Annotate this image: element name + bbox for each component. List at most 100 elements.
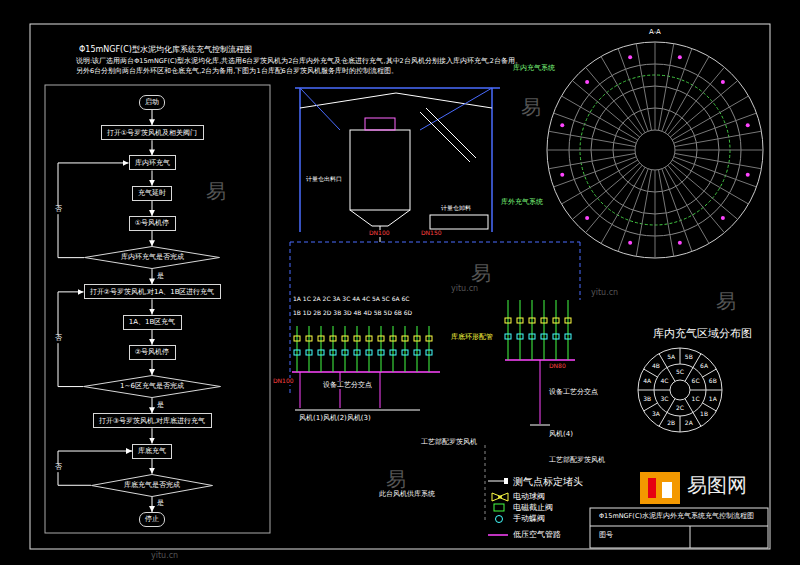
- drawing-stroke: [429, 326, 430, 372]
- drawing-stroke: [366, 350, 372, 355]
- drawing-stroke: [381, 326, 382, 372]
- drawing-stroke: [672, 160, 748, 204]
- node-text: 停止: [145, 515, 159, 523]
- drawing-label: A-A: [648, 28, 662, 36]
- drawing-stroke: [601, 56, 645, 132]
- drawing-stroke: [299, 88, 301, 232]
- watermark: 易: [520, 96, 542, 119]
- drawing-stroke: [690, 526, 691, 548]
- drawing-stroke: [520, 300, 521, 360]
- drawing-stroke: [390, 336, 396, 341]
- drawing-stroke: [330, 350, 336, 355]
- drawing-stroke: [426, 108, 476, 158]
- drawing-label: 库内充气区域分布图: [652, 328, 753, 341]
- drawing-stroke: [300, 93, 492, 108]
- drawing-label: 库外充气系统: [500, 198, 544, 206]
- flow-connector: [152, 231, 153, 246]
- process-box: ①号风机停: [129, 216, 176, 231]
- drawing-stroke: [586, 67, 643, 134]
- drawing-stroke: [586, 165, 643, 232]
- drawing-stroke: [670, 81, 737, 138]
- drawing-stroke: [675, 131, 762, 146]
- drawing-stroke: [665, 56, 709, 132]
- zone-label: 6C: [692, 378, 700, 385]
- drawing-stroke: [636, 44, 651, 131]
- process-box: 库内环充气: [129, 155, 176, 170]
- drawing-stroke: [333, 326, 334, 372]
- drawing-stroke: [295, 87, 500, 89]
- drawing-stroke: [292, 371, 440, 373]
- drawing-stroke: [654, 390, 670, 391]
- drawing-stroke: [585, 216, 589, 220]
- drawing-stroke: [405, 326, 406, 372]
- drawing-stroke: [554, 157, 637, 187]
- drawing-stroke: [618, 49, 648, 132]
- node-text: 库内环充气: [135, 159, 170, 167]
- node-text: 打开③号罗茨风机,对库底进行充气: [99, 417, 206, 425]
- drawing-stroke: [662, 169, 692, 252]
- drawing-stroke: [746, 123, 750, 127]
- zone-label: 4A: [643, 378, 651, 385]
- flow-connector: [152, 201, 153, 216]
- drawing-label: 1B 1D 2B 2D 3B 3D 4B 4D 5B 5D 6B 6D: [292, 310, 413, 317]
- flow-connector: [152, 428, 153, 443]
- drawing-label: 易图网: [686, 474, 748, 497]
- drawing-stroke: [670, 163, 737, 220]
- zone-label: 6B: [709, 378, 717, 385]
- legend-text: 低压空气管路: [512, 530, 562, 539]
- node-text: 1~6区充气是否完成: [120, 382, 184, 390]
- node-text: 库内环充气是否完成: [121, 253, 184, 261]
- zone-label: 5C: [676, 369, 684, 376]
- process-box: ②号风机停: [129, 345, 176, 360]
- drawing-stroke: [703, 369, 717, 377]
- drawing-stroke: [369, 326, 370, 372]
- drawing-stroke: [414, 350, 420, 355]
- drawing-stroke: [330, 336, 336, 341]
- drawing-stroke: [496, 516, 503, 523]
- drawing-stroke: [517, 334, 523, 339]
- drawing-stroke: [350, 210, 410, 226]
- drawing-stroke: [294, 350, 300, 355]
- flow-connector: [152, 459, 153, 474]
- drawing-stroke: [659, 413, 667, 427]
- drawing-label: 工艺部配罗茨风机: [420, 438, 478, 446]
- drawing-stroke: [378, 350, 384, 355]
- zone-label: 3B: [643, 395, 651, 402]
- drawing-stroke: [295, 410, 420, 411]
- drawing-stroke: [675, 153, 762, 168]
- legend-text: 电动球阀: [512, 492, 546, 501]
- drawing-stroke: [393, 326, 394, 372]
- drawing-stroke: [300, 372, 301, 408]
- decision-diamond: 库内环充气是否完成: [84, 246, 220, 269]
- flow-connector: [152, 140, 153, 155]
- drawing-stroke: [485, 445, 486, 522]
- drawing-stroke: [342, 350, 348, 355]
- drawing-stroke: [30, 24, 770, 549]
- zone-label: 3A: [652, 411, 660, 418]
- drawing-stroke: [590, 508, 768, 548]
- drawing-label: 1A 1C 2A 2C 3A 3C 4A 4C 5A 5C 6A 6C: [292, 296, 411, 303]
- drawing-label: 风机(4): [548, 430, 574, 438]
- drawing-stroke: [590, 526, 768, 527]
- drawing-stroke: [504, 478, 508, 484]
- drawing-stroke: [290, 242, 580, 243]
- edge-label: 是: [156, 273, 165, 281]
- drawing-stroke: [549, 153, 636, 168]
- drawing-stroke: [662, 49, 692, 132]
- drawing-stroke: [45, 85, 270, 533]
- drawing-stroke: [560, 123, 564, 127]
- drawing-stroke: [640, 472, 680, 504]
- drawing-stroke: [561, 96, 637, 140]
- process-box: 打开②号罗茨风机,对1A、1B区进行充气: [84, 284, 221, 299]
- drawing-stroke: [494, 504, 504, 511]
- drawing-stroke: [426, 336, 432, 341]
- drawing-stroke: [670, 380, 690, 400]
- drawing-stroke: [672, 96, 748, 140]
- drawing-stroke: [547, 150, 635, 151]
- drawing-stroke: [706, 390, 722, 391]
- zone-label: 5B: [685, 354, 693, 361]
- drawing-stroke: [556, 300, 557, 360]
- drawing-stroke: [402, 336, 408, 341]
- drawing-label: 此台风机供库系统: [378, 490, 436, 498]
- drawing-stroke: [529, 334, 535, 339]
